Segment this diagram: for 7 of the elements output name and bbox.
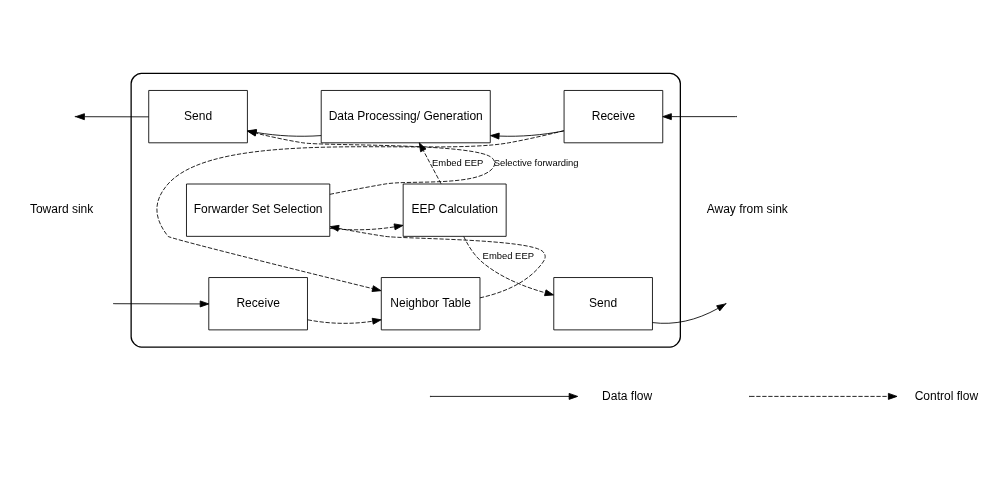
legend-label: Data flow	[602, 388, 653, 403]
edge-label: Embed EEP	[482, 249, 534, 261]
label: Away from sink	[706, 201, 788, 216]
label: Toward sink	[29, 201, 94, 216]
legend-label: Control flow	[914, 388, 979, 403]
edge-label: Embed EEP	[432, 156, 484, 168]
edge-label: Selective forwarding	[493, 156, 579, 168]
